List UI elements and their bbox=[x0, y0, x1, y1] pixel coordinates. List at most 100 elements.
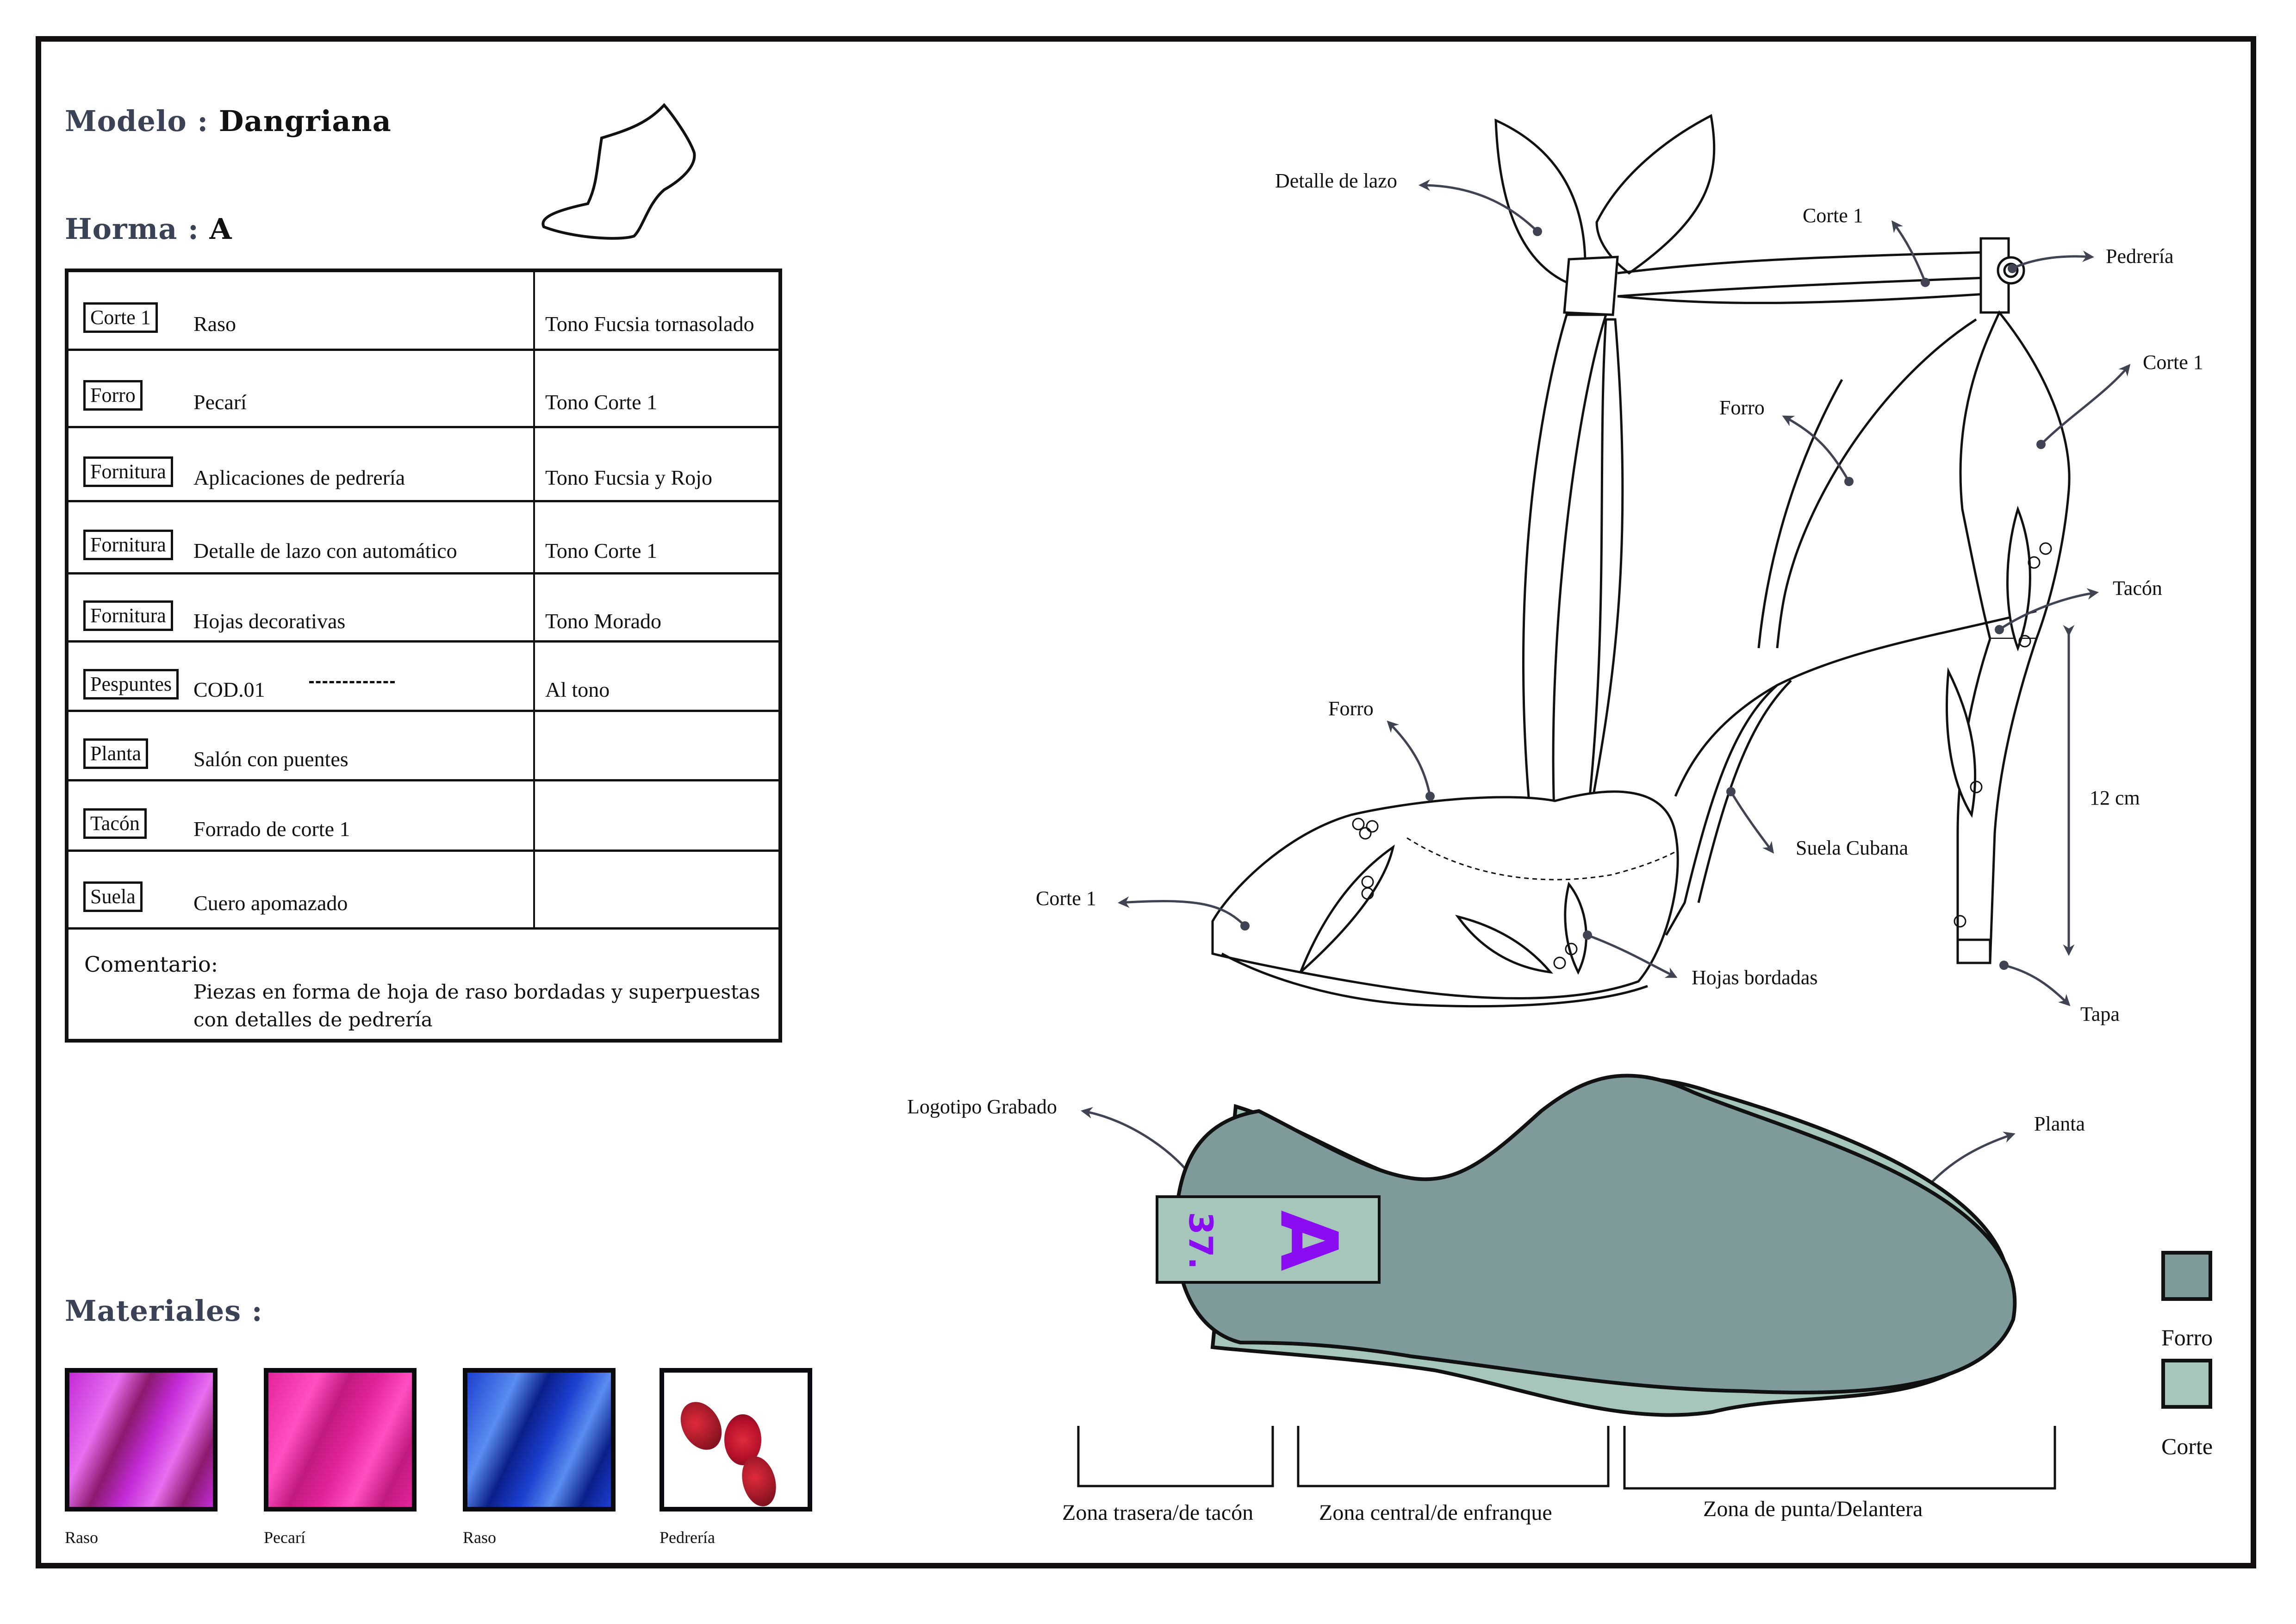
row-tag: Fornitura bbox=[83, 600, 173, 631]
embroidered-leaf bbox=[1455, 914, 1553, 974]
pedreria-stones bbox=[1352, 542, 2052, 969]
callout-hojas: Hojas bordadas bbox=[1692, 966, 1818, 989]
sole-forro-planta bbox=[1173, 1074, 2017, 1394]
bow-ear-right bbox=[1595, 114, 1716, 275]
row-description: Aplicaciones de pedrería bbox=[193, 466, 405, 489]
shoe-side-view bbox=[1211, 114, 2071, 1008]
zone-bracket-front bbox=[1623, 1426, 2056, 1490]
legend-label-corte: Corte bbox=[2161, 1433, 2213, 1459]
model-heading: Modelo : Dangriana bbox=[65, 104, 392, 138]
row-tone: Tono Fucsia y Rojo bbox=[545, 466, 712, 489]
cuban-sole bbox=[1665, 680, 1792, 936]
material-swatch bbox=[65, 1368, 218, 1512]
row-description: Cuero apomazado bbox=[193, 891, 348, 915]
row-tone: Al tono bbox=[545, 678, 610, 701]
zone-bracket-center bbox=[1297, 1426, 1610, 1487]
row-description: Salón con puentes bbox=[193, 747, 348, 771]
row-tone: Tono Corte 1 bbox=[545, 539, 658, 562]
callout-arrows bbox=[1081, 179, 2131, 1193]
material-swatch bbox=[264, 1368, 417, 1512]
row-tag: Fornitura bbox=[83, 530, 173, 561]
material-name: Pedrería bbox=[660, 1528, 715, 1547]
zone-label-center: Zona central/de enfranque bbox=[1319, 1500, 1552, 1525]
callout-logo: Logotipo Grabado bbox=[907, 1095, 1057, 1118]
table-column-divider bbox=[533, 272, 535, 930]
table-row: Planta Salón con puentes bbox=[68, 712, 778, 781]
ankle-strap bbox=[1617, 251, 1987, 298]
table-row: Fornitura Hojas decorativas Tono Morado bbox=[68, 575, 778, 643]
table-row: Tacón Forrado de corte 1 bbox=[68, 781, 778, 852]
row-tag: Fornitura bbox=[83, 456, 173, 487]
row-tag: Planta bbox=[83, 738, 148, 769]
callout-strap-corte: Corte 1 bbox=[1803, 204, 1863, 227]
heel-height-label: 12 cm bbox=[2090, 787, 2140, 809]
table-row: Pespuntes COD.01 Al tono bbox=[68, 643, 778, 712]
comment-label: Comentario: bbox=[84, 952, 218, 977]
legend-swatch-forro bbox=[2161, 1251, 2212, 1301]
callout-bow: Detalle de lazo bbox=[1275, 169, 1397, 192]
heel-leaf bbox=[1946, 667, 1977, 818]
last-value: A bbox=[209, 212, 232, 246]
material-name: Raso bbox=[65, 1528, 98, 1547]
legend-swatch-corte bbox=[2161, 1359, 2212, 1409]
callout-pedreria: Pedrería bbox=[2106, 245, 2174, 268]
callout-suela: Suela Cubana bbox=[1796, 837, 1909, 859]
row-description: Pecarí bbox=[193, 390, 247, 414]
bow-tail-right bbox=[1581, 318, 1624, 857]
sole-bottom-view bbox=[1156, 1074, 2017, 1417]
embroidered-leaf bbox=[1299, 844, 1395, 973]
zone-label-front: Zona de punta/Delantera bbox=[1703, 1497, 1923, 1521]
heel-leaf bbox=[2006, 506, 2031, 652]
material-name: Raso bbox=[463, 1528, 496, 1547]
stitch-pattern-icon bbox=[309, 681, 395, 683]
row-description: Hojas decorativas bbox=[193, 609, 346, 633]
row-description: Detalle de lazo con automático bbox=[193, 539, 457, 562]
row-tag: Tacón bbox=[83, 808, 147, 839]
logo-mark: A bbox=[1263, 1210, 1354, 1271]
callout-forro-front: Forro bbox=[1328, 697, 1374, 720]
row-tag: Forro bbox=[83, 380, 143, 411]
table-row: Forro Pecarí Tono Corte 1 bbox=[68, 351, 778, 428]
table-row: Fornitura Detalle de lazo con automático T… bbox=[68, 502, 778, 575]
row-tag: Corte 1 bbox=[83, 302, 158, 333]
legend-label-forro: Forro bbox=[2161, 1324, 2213, 1350]
callout-tapa: Tapa bbox=[2080, 1003, 2120, 1025]
table-row: Corte 1 Raso Tono Fucsia tornasolado bbox=[68, 272, 778, 351]
row-tone: Tono Morado bbox=[545, 609, 662, 633]
comment-line: con detalles de pedrería bbox=[193, 1008, 433, 1031]
row-tone: Tono Fucsia tornasolado bbox=[545, 312, 754, 336]
logo-engraving bbox=[1156, 1195, 1381, 1284]
material-name: Pecarí bbox=[264, 1528, 305, 1547]
page-frame bbox=[36, 36, 2256, 1568]
last-heading: Horma : A bbox=[65, 212, 232, 246]
material-swatch bbox=[660, 1368, 812, 1512]
row-tag: Pespuntes bbox=[83, 669, 179, 700]
embroidered-leaf bbox=[1564, 881, 1587, 975]
materials-title: Materiales : bbox=[65, 1294, 263, 1328]
row-tag: Suela bbox=[83, 881, 143, 912]
last-label: Horma : bbox=[65, 212, 199, 246]
callout-planta: Planta bbox=[2034, 1112, 2085, 1135]
zone-label-back: Zona trasera/de tacón bbox=[1062, 1500, 1254, 1525]
model-value: Dangriana bbox=[218, 104, 392, 138]
row-tone: Tono Corte 1 bbox=[545, 390, 658, 414]
material-swatch bbox=[463, 1368, 616, 1512]
shoe-lining bbox=[1776, 318, 1977, 649]
table-row: Fornitura Aplicaciones de pedrería Tono Fu… bbox=[68, 428, 778, 502]
comment-text: Piezas en forma de hoja de raso bordadas… bbox=[193, 978, 760, 1034]
zone-brackets bbox=[1077, 1426, 2056, 1490]
row-description: Raso bbox=[193, 312, 236, 336]
zone-bracket-back bbox=[1077, 1426, 1274, 1487]
row-description: Forrado de corte 1 bbox=[193, 817, 350, 841]
shoe-vamp bbox=[1211, 790, 1679, 999]
callout-dots bbox=[1189, 227, 2046, 1197]
callout-tacon: Tacón bbox=[2113, 577, 2162, 600]
heel-tip bbox=[1956, 938, 1991, 964]
callout-toe-corte: Corte 1 bbox=[1036, 887, 1096, 910]
comment-line: Piezas en forma de hoja de raso bordadas… bbox=[193, 981, 760, 1003]
row-description: COD.01 bbox=[193, 678, 265, 701]
callout-back-corte: Corte 1 bbox=[2143, 351, 2203, 374]
callout-forro-top: Forro bbox=[1719, 396, 1765, 419]
